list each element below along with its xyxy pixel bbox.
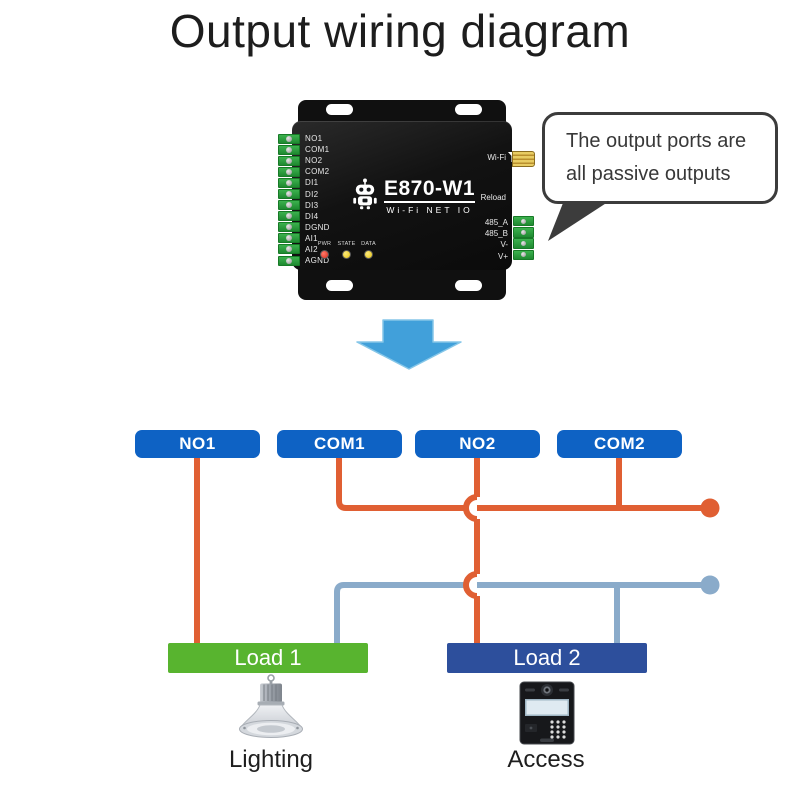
wire-blue-endpoint (700, 575, 720, 595)
led-pwr-icon (320, 250, 329, 259)
mount-hole (326, 280, 353, 291)
terminal-screw (278, 189, 300, 200)
device-subtitle: Wi-Fi NET IO (386, 205, 473, 215)
terminal-label: DI2 (305, 189, 319, 199)
led-data-icon (364, 250, 373, 259)
right-terminal-labels: 485_A 485_B V- V+ (452, 217, 508, 262)
terminal-row: DI2 (278, 188, 508, 200)
terminal-row: DI3 (278, 200, 508, 211)
antenna-connector (512, 151, 535, 167)
terminal-screw (278, 200, 300, 211)
terminal-row: AI2 (278, 244, 508, 255)
terminal-screw (278, 177, 300, 188)
terminal-label: DI3 (305, 200, 319, 210)
wifi-label: Wi-Fi (487, 152, 506, 162)
led-data-label: DATA (361, 241, 376, 247)
terminal-screw (278, 255, 300, 266)
terminal-label: NO2 (305, 156, 323, 166)
terminal-label: COM1 (305, 145, 330, 155)
terminal-label: AGND (305, 256, 330, 266)
terminal-row: DGND (278, 222, 508, 233)
right-terminal-block (513, 216, 534, 261)
terminal-screw (278, 233, 300, 244)
callout-bubble: The output ports are all passive outputs (542, 112, 778, 204)
port-box-no2: NO2 (415, 430, 540, 458)
terminal-row: NO1 (278, 133, 508, 144)
terminal-screw (278, 133, 300, 144)
device-model: E870-W1 (384, 178, 476, 203)
load2-caption: Access (507, 746, 585, 773)
terminal-row: DI4 (278, 211, 508, 222)
terminal-row: COM2 (278, 166, 508, 177)
reload-label: Reload (480, 193, 506, 202)
terminal-label: V+ (497, 251, 508, 261)
callout-line2: all passive outputs (566, 163, 731, 185)
terminal-row: NO2 (278, 155, 508, 166)
port-box-com1: COM1 (277, 430, 402, 458)
mount-hole (455, 104, 482, 115)
mount-hole (455, 280, 482, 291)
terminal-row: COM1 (278, 144, 508, 155)
terminal-label: DI4 (305, 211, 319, 221)
wifi-port: Wi-Fi (468, 152, 516, 162)
terminal-label: V- (500, 240, 508, 250)
terminal-label: COM2 (305, 167, 330, 177)
terminal-screw (278, 166, 300, 177)
load2-box: Load 2 (447, 643, 647, 673)
terminal-row: DI1 (278, 177, 508, 188)
terminal-row: AI1 (278, 233, 508, 244)
terminal-screw (278, 155, 300, 166)
led-pwr-label: PWR (317, 241, 332, 247)
left-terminal-block: NO1 COM1 NO2 COM2 DI1 DI2 DI3 DI4 DGND A… (278, 133, 508, 266)
wire-com1-bus (336, 456, 701, 511)
load1-box: Load 1 (168, 643, 368, 673)
device-brand: E870-W1 Wi-Fi NET IO (352, 178, 476, 215)
terminal-screw (278, 222, 300, 233)
led-state-icon (342, 250, 351, 259)
terminal-row: AGND (278, 255, 508, 266)
wire-blue-bus (334, 582, 701, 646)
device-body (292, 121, 512, 270)
port-box-com2: COM2 (557, 430, 682, 458)
terminal-label: NO1 (305, 134, 323, 144)
terminal-label: AI2 (305, 244, 318, 254)
terminal-screw (278, 211, 300, 222)
terminal-label: 485_B (484, 229, 508, 239)
terminal-screw (278, 244, 300, 255)
load1-caption: Lighting (228, 746, 314, 773)
wire-orange-endpoint (700, 498, 720, 518)
highbay-lamp-icon (239, 674, 303, 738)
terminal-screw (278, 144, 300, 155)
mount-hole (326, 104, 353, 115)
port-box-no1: NO1 (135, 430, 260, 458)
led-state-label: STATE (337, 241, 356, 247)
wire-no2-hop2 (463, 571, 478, 599)
terminal-label: DGND (305, 222, 330, 232)
access-control-icon (519, 681, 575, 745)
device-bottom-flange (298, 268, 506, 300)
led-indicators: PWR STATE DATA (316, 241, 377, 259)
terminal-label: DI1 (305, 178, 319, 188)
callout-line1: The output ports are (566, 130, 747, 152)
page-title: Output wiring diagram (169, 5, 631, 57)
robot-logo-icon (353, 178, 377, 210)
wire-no2-hop1 (463, 494, 478, 522)
terminal-label: 485_A (484, 218, 508, 227)
terminal-label: AI1 (305, 233, 318, 243)
